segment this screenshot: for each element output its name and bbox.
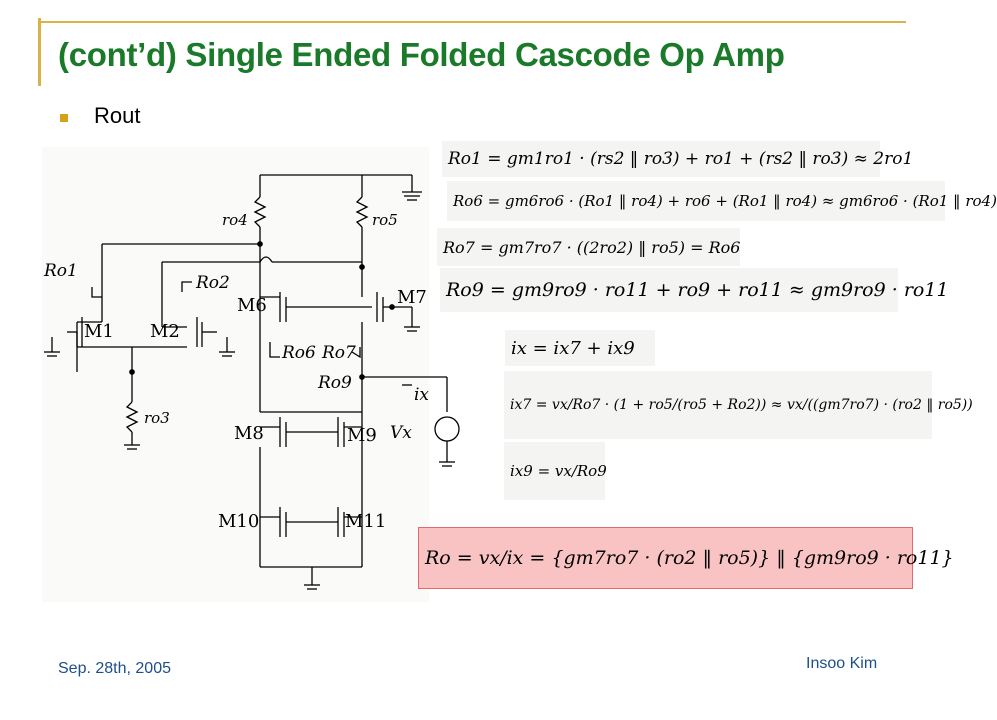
label-ro3: ro3 (144, 409, 170, 427)
label-ro4: ro4 (222, 211, 248, 229)
bullet-marker (60, 114, 68, 122)
label-ro5: ro5 (372, 211, 398, 229)
equation-ro1: Ro1 = gm1ro1 · (rs2 ‖ ro3) + ro1 + (rs2 … (442, 141, 913, 177)
final-rout-equation: Ro = vx/ix = {gm7ro7 · (ro2 ‖ ro5)} ‖ {g… (418, 527, 954, 589)
label-Ro1: Ro1 (44, 261, 78, 281)
slide-title: (cont’d) Single Ended Folded Cascode Op … (58, 36, 785, 73)
footer-date: Sep. 28th, 2005 (58, 660, 171, 677)
label-m2: M2 (150, 321, 180, 342)
label-m10: M10 (218, 511, 260, 532)
equation-ro6: Ro6 = gm6ro6 · (Ro1 ‖ ro4) + ro6 + (Ro1 … (447, 181, 997, 221)
resistor-ro4 (253, 196, 267, 228)
equation-ro1-text: Ro1 = gm1ro1 · (rs2 ‖ ro3) + ro1 + (rs2 … (448, 149, 914, 169)
label-m11: M11 (345, 511, 387, 532)
title-accent-vertical-line (38, 18, 41, 86)
equation-ro7-text: Ro7 = gm7ro7 · ((2ro2) ‖ ro5) = Ro6 (443, 237, 741, 257)
label-Ro6: Ro6 (282, 343, 316, 363)
circuit-diagram (44, 174, 460, 590)
label-m6: M6 (237, 295, 267, 316)
ro6-arrow (269, 342, 280, 358)
resistor-ro5 (355, 196, 369, 228)
equation-ro9-text: Ro9 = gm9ro9 · ro11 + ro9 + ro11 ≈ gm9ro… (446, 279, 949, 301)
bullet-text: Rout (94, 103, 141, 128)
equation-ro9: Ro9 = gm9ro9 · ro11 + ro9 + ro11 ≈ gm9ro… (440, 268, 949, 312)
label-Ro7: Ro7 (322, 343, 356, 363)
label-Ro2: Ro2 (196, 273, 230, 293)
circuit-schematic: ro4 ro5 ro3 M1 M2 M6 M7 M8 M9 M10 M11 Ro… (42, 147, 460, 602)
label-vx: Vx (390, 423, 412, 443)
equation-ix9: ix9 = vx/Ro9 (504, 442, 607, 500)
final-rout-equation-text: Ro = vx/ix = {gm7ro7 · (ro2 ‖ ro5)} ‖ {g… (425, 547, 954, 569)
resistor-ro3 (125, 401, 139, 433)
equation-ro6-text: Ro6 = gm6ro6 · (Ro1 ‖ ro4) + ro6 + (Ro1 … (453, 192, 997, 210)
label-m9: M9 (347, 425, 377, 446)
equation-ix-text: ix = ix7 + ix9 (511, 337, 635, 359)
label-m7: M7 (397, 287, 427, 308)
equation-ix9-text: ix9 = vx/Ro9 (510, 462, 607, 480)
voltage-source-vx (434, 416, 460, 442)
ro7-arrow (351, 347, 361, 359)
equation-ro7: Ro7 = gm7ro7 · ((2ro2) ‖ ro5) = Ro6 (437, 228, 740, 266)
equation-ix: ix = ix7 + ix9 (505, 330, 655, 366)
title-accent-horizontal-line (38, 21, 906, 23)
ro1-arrow (91, 287, 102, 298)
equation-ix7: ix7 = vx/Ro7 · (1 + ro5/(ro5 + Ro2)) ≈ v… (504, 371, 973, 439)
label-ix: ix (414, 385, 430, 405)
label-Ro9: Ro9 (318, 373, 352, 393)
ro2-arrow (181, 281, 192, 292)
label-m1: M1 (84, 321, 114, 342)
footer-author: Insoo Kim (806, 655, 878, 672)
equation-ix7-text: ix7 = vx/Ro7 · (1 + ro5/(ro5 + Ro2)) ≈ v… (510, 397, 973, 413)
label-m8: M8 (234, 423, 264, 444)
